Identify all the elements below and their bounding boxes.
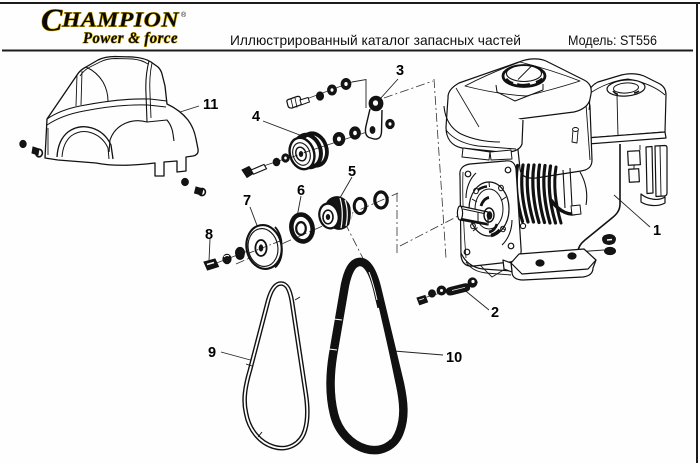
svg-text:6: 6 — [297, 183, 305, 199]
svg-text:2: 2 — [491, 305, 499, 321]
svg-text:Иллюстрированный каталог запас: Иллюстрированный каталог запасных частей — [230, 33, 521, 48]
svg-text:11: 11 — [203, 97, 218, 113]
svg-text:Модель: ST556: Модель: ST556 — [568, 33, 657, 48]
svg-text:Power & force: Power & force — [83, 30, 178, 47]
svg-text:10: 10 — [446, 350, 462, 366]
svg-text:9: 9 — [208, 345, 216, 361]
svg-text:5: 5 — [348, 164, 356, 180]
svg-text:C: C — [41, 2, 63, 38]
svg-text:®: ® — [181, 11, 187, 19]
svg-text:7: 7 — [243, 193, 251, 209]
svg-text:1: 1 — [653, 223, 661, 239]
svg-text:8: 8 — [205, 227, 213, 243]
svg-text:3: 3 — [396, 63, 404, 79]
svg-text:HAMPION: HAMPION — [61, 8, 179, 32]
svg-text:4: 4 — [252, 109, 260, 125]
